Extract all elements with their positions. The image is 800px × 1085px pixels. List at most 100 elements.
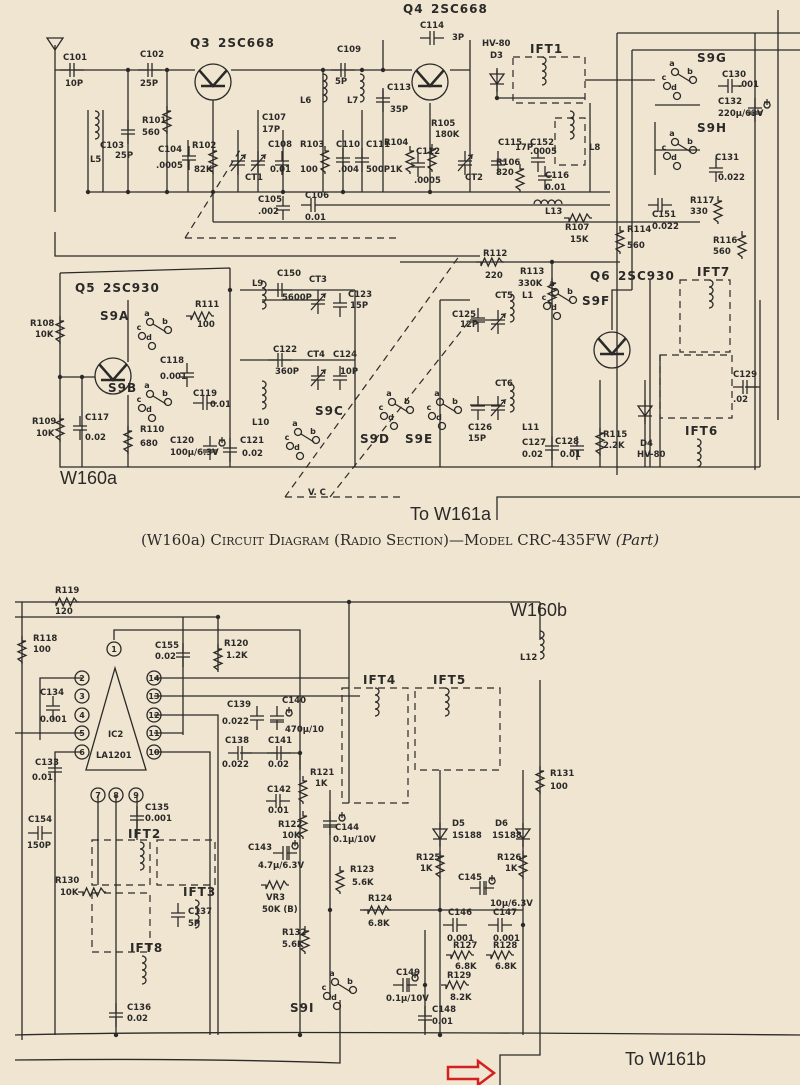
- component-l9: L9: [252, 279, 267, 310]
- contact-letter: b: [404, 397, 410, 406]
- junction-dot: [113, 1032, 119, 1038]
- component-l6: L6: [300, 73, 328, 106]
- junction-dot: [297, 1032, 303, 1038]
- resistor-symbol-icon: [297, 811, 309, 839]
- component-value: 25P: [140, 79, 158, 89]
- component-c105: C105.002: [258, 195, 290, 220]
- ic2-pin-4: 4: [79, 711, 85, 720]
- component-ref: R103: [300, 140, 324, 150]
- component-ref: R122: [278, 820, 302, 830]
- component-ref: L12: [520, 653, 537, 663]
- capacitor-symbol-icon: [250, 151, 267, 175]
- switch-contact-icon: [453, 405, 463, 415]
- inductor-symbol-icon: [261, 280, 267, 310]
- component-ref: R129: [447, 971, 471, 981]
- transformer-coil-icon: [374, 687, 380, 717]
- components: C10110PC10225PC10325PL5R101560C104.0005R…: [16, 2, 771, 1030]
- contact-letter: a: [669, 59, 674, 68]
- component-value: 0.01: [305, 213, 326, 223]
- switch-label: S9G: [697, 51, 727, 65]
- switch-contact-icon: [147, 341, 157, 351]
- switch-contact-icon: [670, 137, 680, 147]
- switch-contact-icon: [542, 301, 552, 311]
- switch-lever: [677, 143, 692, 153]
- ic2-pin-circle: [74, 725, 90, 741]
- component-ref: C101: [63, 53, 87, 63]
- capacitor-symbol-icon: [331, 63, 355, 77]
- contact-letter: c: [322, 983, 327, 992]
- component-c130: C130.001: [718, 70, 759, 93]
- capacitor-symbol-icon: [333, 366, 347, 390]
- component-value: HV-80: [637, 450, 666, 460]
- component-ref: R116: [713, 236, 737, 246]
- inductor-symbol-icon: [322, 73, 328, 103]
- capacitor-symbol-icon: [411, 153, 425, 177]
- component-ref: R120: [224, 639, 248, 649]
- resistor-symbol-icon: [712, 196, 724, 224]
- capacitor-symbol-icon: [333, 293, 347, 317]
- switch-contact-icon: [163, 325, 173, 335]
- transformer-label-ift4: IFT4: [363, 673, 396, 687]
- contact-letter: d: [551, 303, 557, 312]
- component-ref: CT5: [495, 291, 513, 301]
- component-value: 35P: [390, 105, 408, 115]
- component-ref: C115: [498, 138, 522, 148]
- component-ref: R123: [350, 865, 374, 875]
- component-ref: CT4: [307, 350, 325, 360]
- capacitor-symbol-icon: [748, 98, 771, 122]
- component-ref: R118: [33, 634, 57, 644]
- component-value: .002: [258, 207, 279, 217]
- junction-dot: [215, 614, 221, 620]
- caption-prefix: (W160a): [140, 531, 211, 549]
- component-ref: R114: [627, 225, 651, 235]
- switch-lever: [152, 395, 167, 405]
- contact-letter: d: [436, 413, 442, 422]
- transistor-icon: [94, 357, 132, 395]
- switch-contact-icon: [137, 403, 147, 413]
- component-ref: R110: [140, 425, 164, 435]
- resistor-symbol-icon: [334, 866, 346, 894]
- contact-letter: c: [137, 323, 142, 332]
- resistor-symbol-icon: [514, 164, 526, 192]
- switch-contact-icon: [322, 991, 332, 1001]
- resistor-symbol-icon: [51, 596, 79, 608]
- component-ref: C131: [715, 153, 739, 163]
- component-ref: R132: [282, 928, 306, 938]
- component-value: 0.001: [493, 934, 520, 944]
- component-ref: C102: [140, 50, 164, 60]
- component-value: 0.022: [222, 760, 249, 770]
- component-ref: C118: [160, 356, 184, 366]
- junction-dot: [320, 67, 326, 73]
- component-value: 500P: [366, 165, 390, 175]
- component-l13: L13: [533, 199, 563, 217]
- component-ct6: CT6: [490, 379, 513, 420]
- capacitor-symbol-icon: [73, 416, 87, 440]
- component-value: 15P: [350, 301, 368, 311]
- capacitor-symbol-icon: [228, 746, 252, 760]
- resistor-symbol-icon: [534, 766, 546, 794]
- contact-letter: d: [388, 413, 394, 422]
- component-ref: C144: [335, 823, 359, 833]
- component-value: 5600P: [282, 293, 312, 303]
- ic2-pin-circle: [74, 688, 90, 704]
- component-ref: R112: [483, 249, 507, 259]
- switch-label: S9H: [697, 121, 727, 135]
- ic2-pin-13: 13: [148, 692, 159, 701]
- capacitor-symbol-icon: [310, 290, 327, 314]
